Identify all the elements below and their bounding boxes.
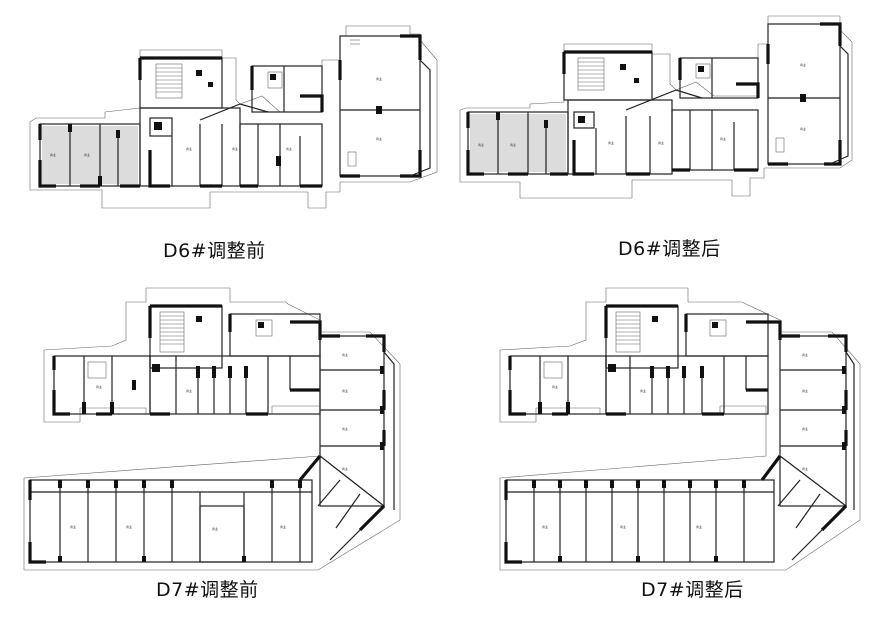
- svg-text:商业: 商业: [720, 136, 726, 141]
- svg-text:商业: 商业: [342, 466, 348, 471]
- d6-after-floor-plan: 商业 商业 商业 商业 商业 商业 商业 D6#调整后: [440, 0, 876, 300]
- svg-text:商业: 商业: [478, 142, 484, 147]
- d6-before-drawing: 商业 商业 商业 商业 商业 商业 商业: [29, 25, 438, 209]
- svg-text:商业: 商业: [96, 384, 102, 389]
- svg-text:商业: 商业: [186, 146, 192, 151]
- svg-text:商业: 商业: [50, 152, 56, 157]
- caption-d7-after: D7#调整后: [641, 579, 744, 601]
- svg-text:商业: 商业: [542, 524, 548, 529]
- svg-text:商业: 商业: [342, 352, 348, 357]
- svg-text:商业: 商业: [802, 388, 808, 393]
- caption-d6-after: D6#调整后: [618, 238, 721, 260]
- svg-text:商业: 商业: [640, 388, 646, 393]
- caption-d7-before: D7#调整前: [156, 579, 259, 601]
- svg-text:商业: 商业: [376, 136, 382, 141]
- svg-text:商业: 商业: [800, 62, 806, 67]
- svg-text:商业: 商业: [800, 126, 806, 131]
- svg-text:商业: 商业: [802, 426, 808, 431]
- svg-text:商业: 商业: [620, 524, 626, 529]
- d7-after-floor-plan: 商业 商业 商业 商业 商业 商业 商业 商业 商业 D7#调整后: [440, 280, 876, 625]
- d6-after-drawing: 商业 商业 商业 商业 商业 商业 商业: [459, 15, 853, 199]
- svg-text:商业: 商业: [376, 76, 382, 81]
- svg-text:商业: 商业: [658, 140, 664, 145]
- svg-text:商业: 商业: [280, 524, 286, 529]
- svg-text:商业: 商业: [232, 146, 238, 151]
- svg-text:商业: 商业: [802, 466, 808, 471]
- svg-text:商业: 商业: [608, 140, 614, 145]
- svg-text:商业: 商业: [84, 152, 90, 157]
- svg-text:商业: 商业: [342, 388, 348, 393]
- svg-text:商业: 商业: [286, 146, 292, 151]
- caption-d6-before: D6#调整前: [163, 240, 266, 262]
- svg-text:商业: 商业: [212, 526, 218, 531]
- svg-text:商业: 商业: [186, 388, 192, 393]
- svg-text:商业: 商业: [510, 142, 516, 147]
- svg-text:商业: 商业: [342, 426, 348, 431]
- d6-before-floor-plan: 商业 商业 商业 商业 商业 商业 商业 D6#调整前: [0, 0, 440, 300]
- svg-text:商业: 商业: [802, 352, 808, 357]
- d7-before-drawing: 商业 商业 商业 商业 商业 商业 商业 商业 商业 商业: [23, 287, 401, 571]
- d7-after-drawing: 商业 商业 商业 商业 商业 商业 商业 商业 商业: [499, 287, 861, 571]
- svg-text:商业: 商业: [552, 384, 558, 389]
- svg-text:商业: 商业: [70, 524, 76, 529]
- svg-text:商业: 商业: [126, 524, 132, 529]
- d7-before-floor-plan: 商业 商业 商业 商业 商业 商业 商业 商业 商业 商业 D7#调整前: [0, 280, 440, 625]
- svg-text:商业: 商业: [696, 524, 702, 529]
